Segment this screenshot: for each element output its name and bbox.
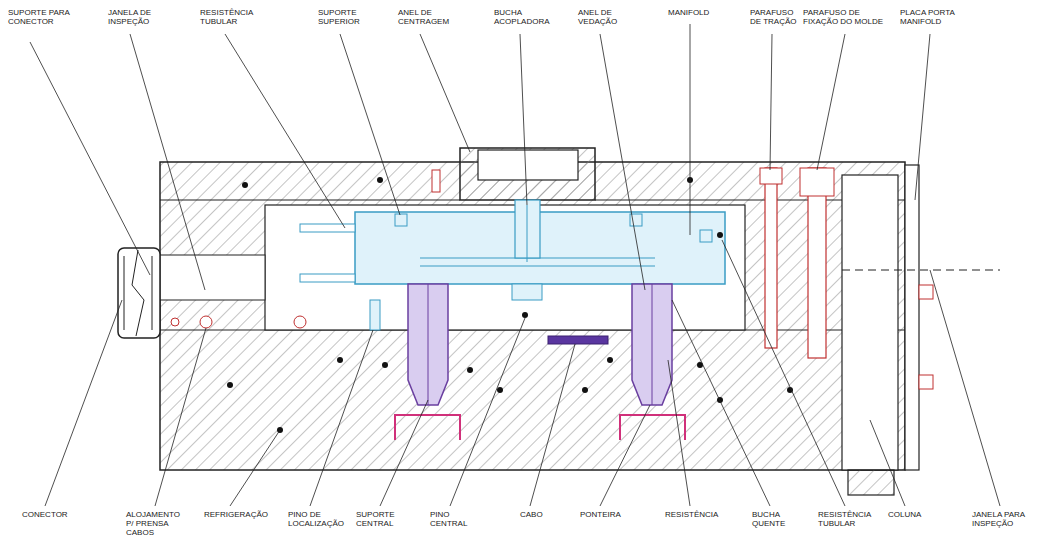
part-label: ANEL DE VEDAÇÃO — [578, 8, 626, 26]
part-label: RESISTÊNCIA — [665, 510, 725, 519]
part-label: RESISTÊNCIA TUBULAR — [200, 8, 255, 26]
part-label: ANEL DE CENTRAGEM — [398, 8, 450, 26]
part-label: JANELA PARA INSPEÇÃO — [972, 510, 1044, 528]
part-label: PINO DE LOCALIZAÇÃO — [288, 510, 338, 528]
part-label: BUCHA ACOPLADORA — [494, 8, 552, 26]
part-label: JANELA DE INSPEÇÃO — [108, 8, 156, 26]
part-label: MANIFOLD — [668, 8, 728, 17]
part-label: PINO CENTRAL — [430, 510, 472, 528]
part-label: CABO — [520, 510, 560, 519]
part-label: PARAFUSO DE FIXAÇÃO DO MOLDE — [803, 8, 895, 26]
part-label: CONECTOR — [22, 510, 82, 519]
part-label: ALOJAMENTO P/ PRENSA CABOS — [126, 510, 188, 538]
part-label: RESISTÊNCIA TUBULAR — [818, 510, 876, 528]
part-label: SUPORTE PARA CONECTOR — [8, 8, 70, 26]
part-label: PLACA PORTA MANIFOLD — [900, 8, 966, 26]
part-label: REFRIGERAÇÃO — [204, 510, 274, 519]
part-label: PARAFUSO DE TRAÇÃO — [750, 8, 800, 26]
part-label: PONTEIRA — [580, 510, 630, 519]
part-label: COLUNA — [888, 510, 932, 519]
part-label: BUCHA QUENTE — [752, 510, 794, 528]
part-label: SUPORTE SUPERIOR — [318, 8, 366, 26]
part-label: SUPORTE CENTRAL — [356, 510, 404, 528]
